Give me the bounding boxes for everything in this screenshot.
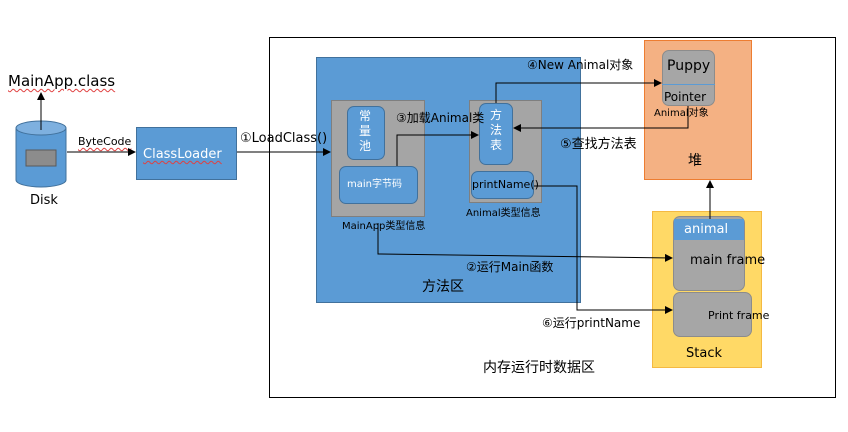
print-frame-label: Print frame (708, 309, 770, 322)
puppy-label: Puppy (667, 58, 711, 74)
animal-object-box (662, 50, 715, 106)
classloader-box (136, 127, 237, 180)
constant-pool-box (347, 106, 385, 160)
classloader-label: ClassLoader (143, 147, 222, 162)
printname-box (471, 171, 534, 199)
class-file-label: MainApp.class (8, 72, 116, 90)
animal-var-label: animal (684, 222, 729, 237)
runtime-data-area (269, 37, 836, 398)
constant-pool-label: 常 量 池 (359, 109, 372, 153)
find-method-arrow (513, 106, 689, 132)
main-bytecode-label: main字节码 (347, 179, 402, 190)
step-run-printname: ⑥运行printName (542, 316, 641, 330)
new-animal-arrow (495, 79, 662, 103)
step-find-method: ⑤查找方法表 (560, 137, 637, 152)
load-animal-arrow (396, 131, 479, 166)
stack-title: Stack (686, 346, 722, 361)
bytecode-label: ByteCode (78, 135, 132, 148)
main-bytecode-box (339, 166, 418, 204)
run-printname-arrow (534, 185, 673, 314)
object-divider (662, 84, 715, 85)
runtime-area-title: 内存运行时数据区 (483, 360, 595, 376)
method-area-title: 方法区 (422, 279, 464, 295)
main-frame-label: main frame (690, 253, 766, 268)
print-frame-box (673, 292, 752, 337)
method-table-label: 方 法 表 (490, 108, 503, 152)
heap-title: 堆 (688, 153, 702, 169)
animal-var-box (674, 219, 744, 240)
step-load-class: ①LoadClass() (240, 131, 328, 146)
mainapp-type-caption: MainApp类型信息 (342, 221, 426, 232)
animal-object-caption: Animal对象 (654, 108, 709, 119)
method-table-box (479, 103, 513, 165)
printname-label: printName() (472, 178, 539, 191)
pointer-label: Pointer (664, 90, 707, 104)
animal-type-caption: Animal类型信息 (466, 208, 541, 219)
step-load-animal: ③加载Animal类 (396, 111, 485, 125)
disk-label: Disk (30, 193, 58, 208)
run-main-arrow (377, 223, 673, 262)
step-new-animal: ④New Animal对象 (527, 58, 634, 72)
step-run-main: ②运行Main函数 (466, 260, 554, 274)
